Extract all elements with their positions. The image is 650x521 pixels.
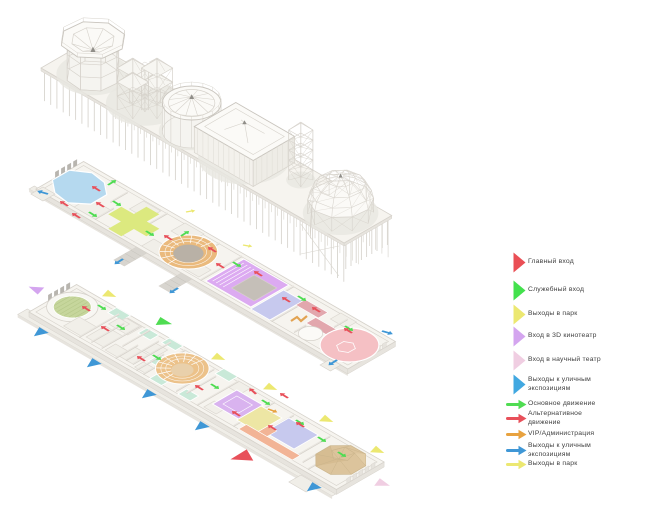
legend-item-label: VIP/Администрация: [528, 430, 595, 438]
legend-item: Выходы к уличным экспозициям: [506, 374, 591, 395]
legend-triangle-icon: [513, 280, 526, 301]
lavender-hall-zone: [211, 389, 264, 420]
mint-room-zone: [137, 327, 160, 341]
level-ground-plan: [17, 282, 385, 499]
legend-item-label: Выходы в парк: [528, 310, 578, 318]
legend-item: VIP/Администрация: [506, 424, 594, 445]
exhibition-box-structure: [193, 101, 296, 188]
legend-arrow-icon: [506, 399, 527, 410]
legend-item-label: Выходы к уличным экспозициям: [528, 442, 592, 458]
legend-arrow-icon: [506, 459, 527, 470]
legend-item: Вход в научный театр: [506, 350, 601, 371]
legend-item-label: Вход в 3D кинотеатр: [528, 332, 597, 340]
salmon-corridor-zone: [237, 424, 301, 461]
legend-item: Главный вход: [506, 252, 574, 273]
ground-amphitheater-zone: [155, 352, 210, 385]
legend-item: Выходы в парк: [506, 304, 577, 325]
pool-zone: [51, 169, 108, 205]
science-theater-zone: [319, 327, 380, 363]
legend-item: Служебный вход: [506, 280, 584, 301]
mint-room-zone: [160, 337, 184, 351]
legend-arrow-icon: [506, 429, 527, 440]
legend-arrow-icon: [506, 413, 527, 424]
legend-triangle-icon: [513, 304, 526, 325]
legend-item: Альтернативное движение: [506, 408, 582, 429]
level-upper-plan: [28, 159, 397, 376]
legend-item-label: Выходы к уличным экспозициям: [528, 376, 592, 392]
legend-item-label: Главный вход: [528, 258, 574, 266]
level-roof-structure: [40, 17, 393, 282]
legend-arrow-icon: [506, 445, 527, 456]
entrance-marker-main: [227, 449, 254, 465]
amphitheater-zone: [158, 234, 219, 270]
corridor-zone: [295, 299, 329, 319]
hex-tower-structure: [60, 17, 126, 92]
mint-room-zone: [214, 368, 239, 382]
legend-item: Вход в 3D кинотеатр: [506, 326, 597, 347]
legend-item-label: Служебный вход: [528, 286, 585, 294]
legend-triangle-icon: [513, 350, 526, 371]
legend-triangle-icon: [513, 374, 526, 395]
mint-room-zone: [177, 388, 200, 402]
legend-item-label: Вход в научный театр: [528, 356, 601, 364]
cross-zone: [108, 206, 160, 237]
legend-triangle-icon: [513, 326, 526, 347]
entrance-marker-science: [374, 478, 393, 490]
truss-pavilion-structure: [116, 57, 174, 120]
legend-triangle-icon: [513, 252, 526, 273]
legend-item: Основное движение: [506, 394, 595, 415]
vip-stairs: [290, 315, 308, 323]
geodesic-dome-structure: [307, 169, 375, 239]
legend-item-label: Альтернативное движение: [528, 410, 583, 426]
periwinkle-zone: [263, 417, 319, 450]
legend-item-label: Выходы в парк: [528, 460, 578, 468]
legend-item-label: Основное движение: [528, 400, 596, 408]
legend-item: Выходы к уличным экспозициям: [506, 440, 591, 461]
entrance-marker-service: [155, 316, 175, 329]
legend-item: Выходы в парк: [506, 454, 577, 475]
entrance-marker-cinema: [25, 283, 45, 295]
service-tower-structure: [288, 121, 314, 188]
